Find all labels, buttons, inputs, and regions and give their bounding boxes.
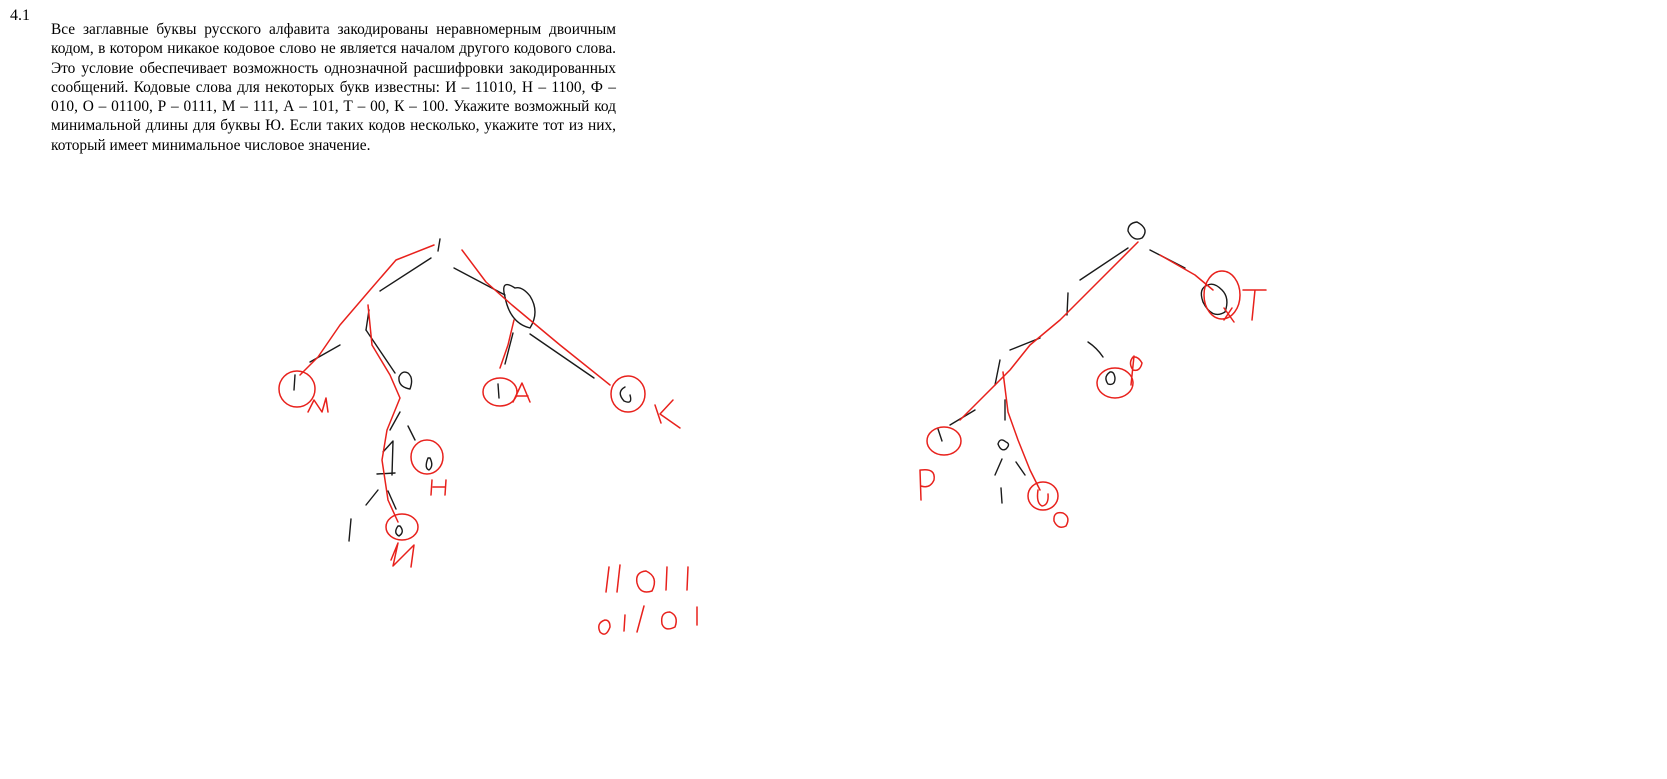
task-number: 4.1 xyxy=(10,7,30,24)
task-statement: Все заглавные буквы русского алфавита за… xyxy=(51,21,616,154)
left-code-tree xyxy=(278,238,698,635)
right-code-tree xyxy=(919,221,1267,528)
left-tree-black-strokes xyxy=(293,238,632,542)
left-tree-red-strokes xyxy=(278,244,698,635)
right-tree-red-strokes xyxy=(919,241,1267,528)
right-tree-black-strokes xyxy=(937,221,1228,504)
